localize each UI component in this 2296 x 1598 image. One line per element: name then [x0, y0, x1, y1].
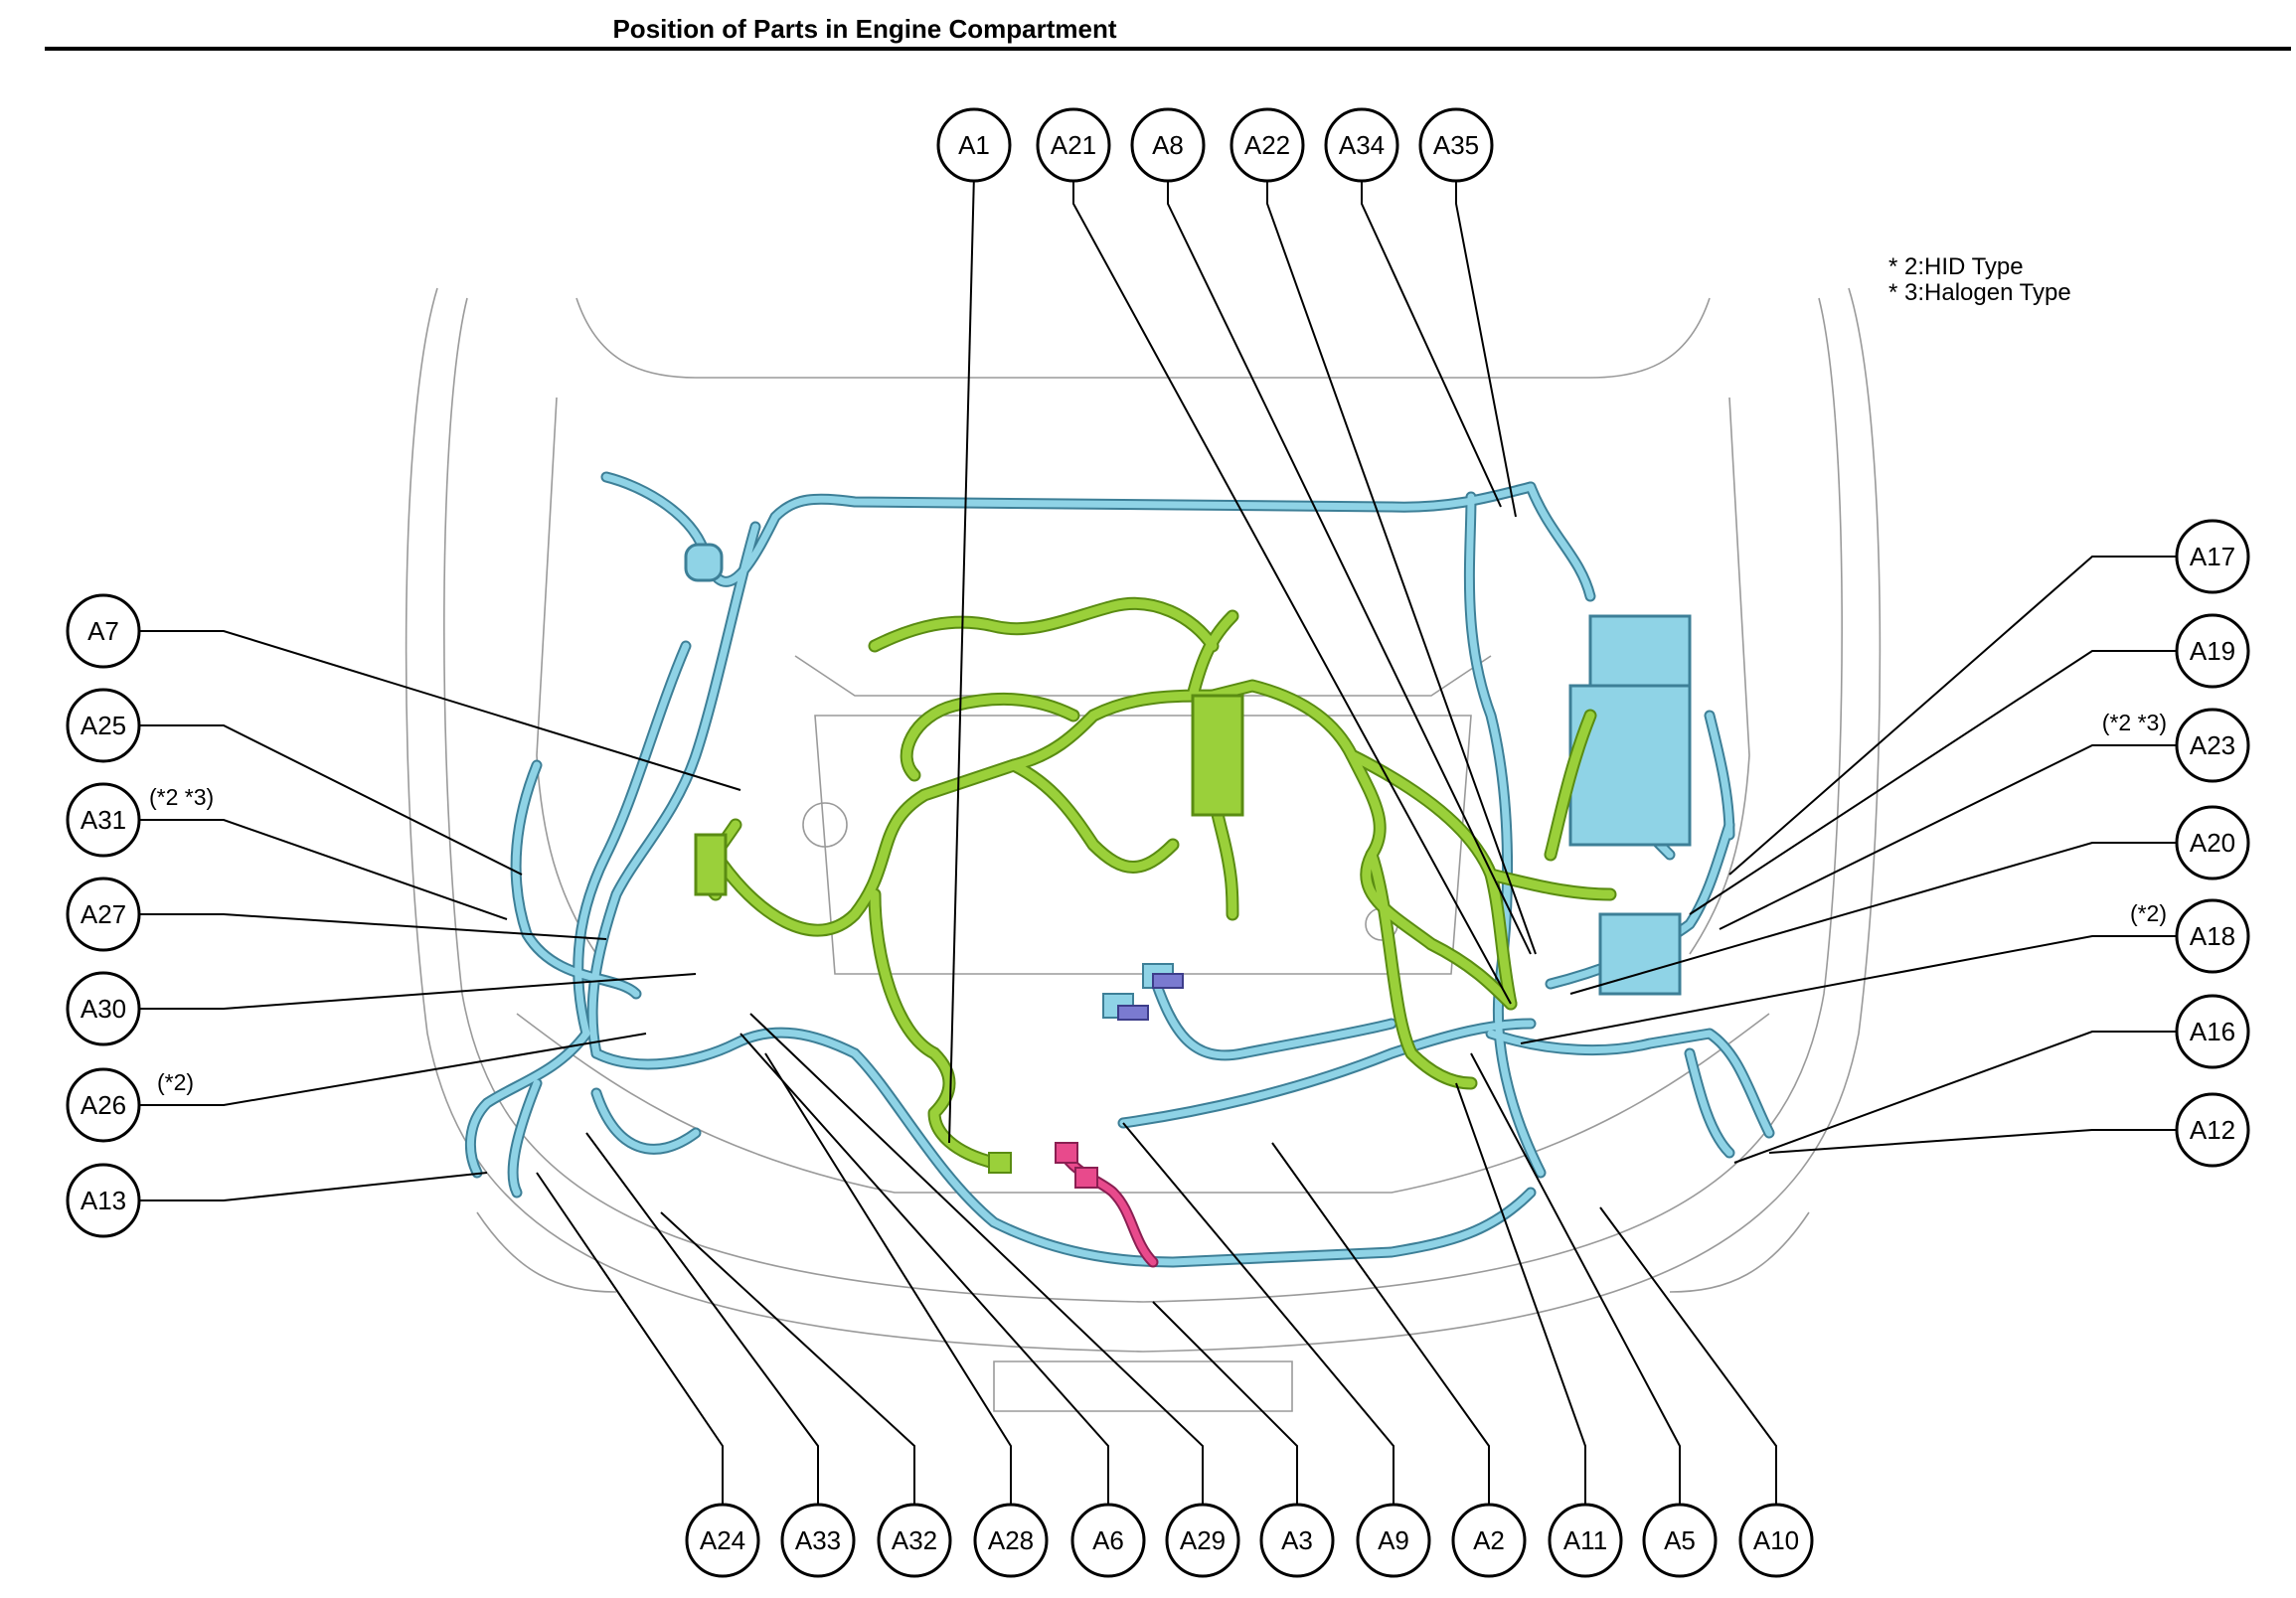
callout-a31-qualifier: (*2 *3)	[149, 784, 214, 810]
callout-a18-label: A18	[2190, 921, 2235, 951]
note-halogen-type: * 3:Halogen Type	[1888, 279, 2071, 306]
callout-a30-label: A30	[81, 994, 126, 1024]
callout-a1-label: A1	[958, 130, 990, 160]
callout-a9-label: A9	[1378, 1525, 1409, 1555]
callout-a3[interactable]: A3	[1259, 1503, 1335, 1578]
callout-a29-label: A29	[1180, 1525, 1226, 1555]
callout-a21[interactable]: A21	[1036, 107, 1111, 183]
callout-a19[interactable]: A19	[2175, 613, 2250, 689]
callout-a10-label: A10	[1753, 1525, 1799, 1555]
callout-a5[interactable]: A5	[1642, 1503, 1718, 1578]
callout-a26-qualifier: (*2)	[157, 1069, 194, 1095]
callout-a17-label: A17	[2190, 542, 2235, 571]
callout-a1[interactable]: A1	[936, 107, 1012, 183]
note-hid-type: * 2:HID Type	[1888, 253, 2024, 280]
callout-a12-label: A12	[2190, 1115, 2235, 1145]
callout-a2[interactable]: A2	[1451, 1503, 1527, 1578]
callout-a12[interactable]: A12	[2175, 1092, 2250, 1168]
pink-wire-harness	[1055, 1142, 1159, 1268]
callout-a7-label: A7	[87, 616, 119, 646]
callout-a10[interactable]: A10	[1738, 1503, 1814, 1578]
callout-a19-label: A19	[2190, 636, 2235, 666]
leader-lines	[139, 173, 2177, 1535]
callout-a11[interactable]: A11	[1548, 1503, 1623, 1578]
page-title: Position of Parts in Engine Compartment	[612, 14, 1117, 44]
callout-a2-label: A2	[1473, 1525, 1505, 1555]
callout-a24-label: A24	[700, 1525, 745, 1555]
callout-a6-label: A6	[1092, 1525, 1124, 1555]
callout-a21-label: A21	[1051, 130, 1096, 160]
callout-a20-label: A20	[2190, 828, 2235, 858]
callout-a32-label: A32	[892, 1525, 937, 1555]
callout-a22[interactable]: A22	[1230, 107, 1305, 183]
callout-a20[interactable]: A20	[2175, 805, 2250, 880]
callout-a11-label: A11	[1563, 1525, 1607, 1555]
callout-a9[interactable]: A9	[1356, 1503, 1431, 1578]
callout-a6[interactable]: A6	[1070, 1503, 1146, 1578]
callout-a26-label: A26	[81, 1090, 126, 1120]
callout-a3-label: A3	[1281, 1525, 1313, 1555]
callout-a13-label: A13	[81, 1186, 126, 1215]
callout-a23-qualifier: (*2 *3)	[2102, 710, 2167, 735]
callout-a7[interactable]: A7	[66, 593, 141, 669]
callout-a30[interactable]: A30	[66, 971, 141, 1046]
callout-a32[interactable]: A32	[877, 1503, 952, 1578]
callout-a27[interactable]: A27	[66, 877, 141, 952]
callout-a29[interactable]: A29	[1165, 1503, 1240, 1578]
callout-a34[interactable]: A34	[1324, 107, 1399, 183]
callout-a28[interactable]: A28	[973, 1503, 1049, 1578]
callout-a28-label: A28	[988, 1525, 1034, 1555]
callout-a26[interactable]: A26 (*2)	[66, 1067, 194, 1143]
callout-a23-label: A23	[2190, 730, 2235, 760]
callout-a25-label: A25	[81, 711, 126, 740]
green-engine-harness	[694, 596, 1617, 1174]
callout-a34-label: A34	[1339, 130, 1385, 160]
callout-a31-label: A31	[81, 805, 126, 835]
callout-a8[interactable]: A8	[1130, 107, 1206, 183]
title-rule	[45, 47, 2291, 51]
callout-a8-label: A8	[1152, 130, 1184, 160]
callout-a24[interactable]: A24	[685, 1503, 760, 1578]
callout-a22-label: A22	[1244, 130, 1290, 160]
callout-a33-label: A33	[795, 1525, 841, 1555]
callout-a27-label: A27	[81, 899, 126, 929]
callout-a25[interactable]: A25	[66, 688, 141, 763]
callout-a5-label: A5	[1664, 1525, 1696, 1555]
notes-legend: * 2:HID Type * 3:Halogen Type	[1888, 254, 2071, 306]
callout-a35-label: A35	[1433, 130, 1479, 160]
callout-a33[interactable]: A33	[780, 1503, 856, 1578]
callout-a31[interactable]: A31 (*2 *3)	[66, 782, 214, 858]
callout-a18-qualifier: (*2)	[2130, 900, 2167, 926]
callout-a16-label: A16	[2190, 1017, 2235, 1046]
callout-a16[interactable]: A16	[2175, 994, 2250, 1069]
callout-a13[interactable]: A13	[66, 1163, 141, 1238]
callout-a17[interactable]: A17	[2175, 519, 2250, 594]
callout-a35[interactable]: A35	[1418, 107, 1494, 183]
callout-a18[interactable]: A18 (*2)	[2130, 898, 2250, 974]
callout-a23[interactable]: A23 (*2 *3)	[2102, 708, 2250, 783]
